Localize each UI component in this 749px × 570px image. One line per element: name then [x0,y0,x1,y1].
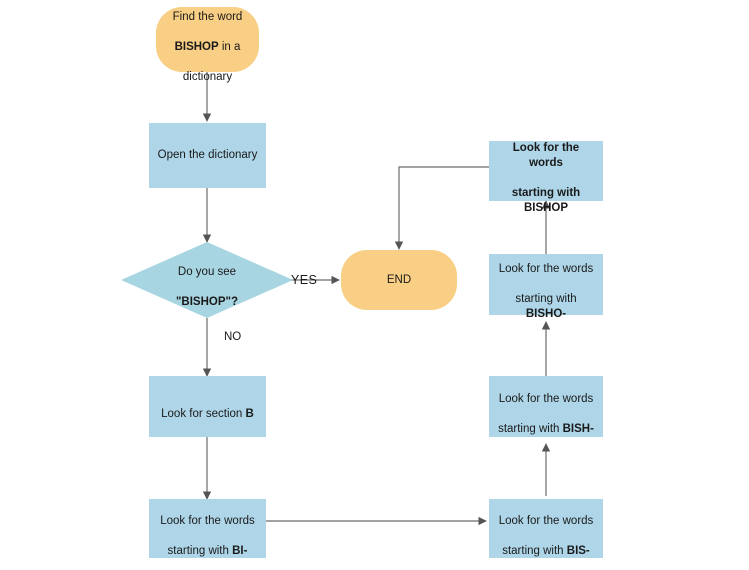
node-words-bisho-label: Look for the words starting with BISHO- [489,247,603,322]
node-words-bishop-label: Look for the words starting with BISHOP [489,126,603,216]
node-words-bishop[interactable]: Look for the words starting with BISHOP [489,141,603,214]
node-look-section-b-label: Look for section B [155,392,260,422]
node-end-label: END [386,273,412,286]
node-words-bish-label: Look for the words starting with BISH- [492,377,600,437]
node-words-bisho-line2-bold: BISHO- [525,308,567,320]
edge-bishop-to-end [394,166,489,250]
node-words-bisho[interactable]: Look for the words starting with BISHO- [489,254,603,320]
node-words-bish-line2-plain: starting with [498,422,563,435]
node-start-label-suffix-a: in a [218,40,241,53]
node-words-bi-line2-bold: BI- [232,544,248,557]
node-words-bis-line1: Look for the words [498,514,594,527]
node-words-bisho-line2-plain: starting with [515,293,577,305]
node-look-section-b-label-plain: Look for section [161,407,246,420]
edge-label-yes: YES [291,273,318,287]
node-words-bish-line1: Look for the words [498,392,594,405]
decision-diamond-shape [121,242,293,318]
edge-label-no: NO [224,331,242,343]
node-decision-label-line1: Do you see [177,266,237,278]
node-words-bis-line2-bold: BIS- [566,544,590,557]
node-look-section-b[interactable]: Look for section B [149,376,266,437]
node-words-bis[interactable]: Look for the words starting with BIS- [489,499,603,558]
node-start-label-bold: BISHOP [174,40,219,53]
node-decision[interactable]: Do you see "BISHOP"? [121,242,293,318]
node-decision-label-line2: "BISHOP"? [175,296,239,308]
node-end[interactable]: END [341,250,457,310]
node-start[interactable]: Find the word BISHOP in a dictionary [156,7,259,83]
node-words-bish[interactable]: Look for the words starting with BISH- [489,376,603,437]
node-words-bisho-line1: Look for the words [498,263,594,275]
node-words-bis-line2-plain: starting with [502,544,567,557]
node-open-dictionary-label: Open the dictionary [157,149,258,161]
node-start-label-suffix-b: dictionary [182,70,233,83]
node-words-bi-line2-plain: starting with [167,544,233,557]
node-decision-label: Do you see "BISHOP"? [121,242,293,318]
node-words-bishop-line1: Look for the words [512,142,580,169]
node-words-bi-line1: Look for the words [160,514,255,527]
node-look-section-b-label-bold: B [245,407,254,420]
node-start-label-prefix: Find the word [172,10,243,23]
node-open-dictionary[interactable]: Open the dictionary [149,123,266,188]
node-words-bishop-line2: starting with BISHOP [511,187,581,214]
node-words-bi[interactable]: Look for the words starting with BI- [149,499,266,558]
node-words-bis-label: Look for the words starting with BIS- [493,499,600,559]
node-words-bi-label: Look for the words starting with BI- [154,499,261,559]
node-words-bish-line2-bold: BISH- [562,422,594,435]
node-start-label: Find the word BISHOP in a dictionary [167,0,249,85]
